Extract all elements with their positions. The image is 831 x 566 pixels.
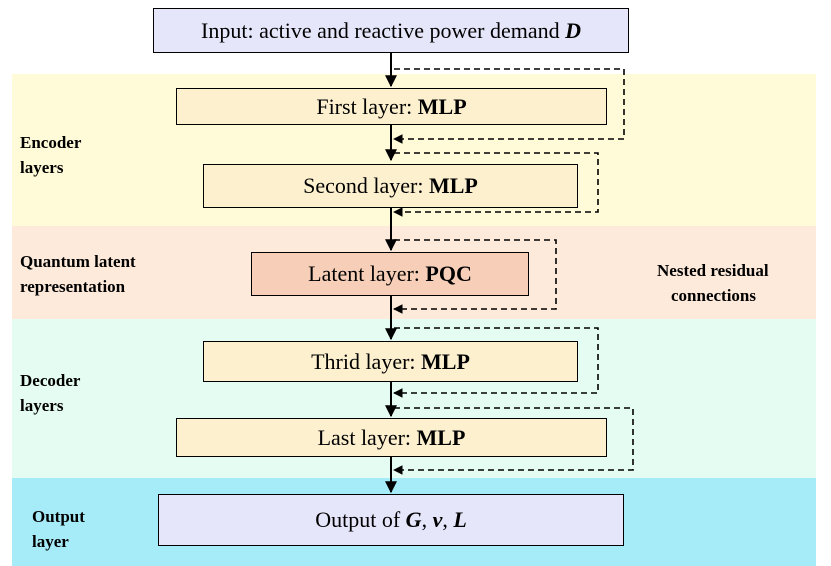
quantum-label: Quantum latent representation	[20, 249, 136, 299]
second-layer-text: Second layer:	[303, 173, 424, 198]
last-layer-type: MLP	[416, 424, 466, 450]
input-box: Input: active and reactive power demand …	[153, 8, 629, 53]
third-layer-text: Thrid layer:	[311, 348, 416, 374]
residual-skip-last	[393, 407, 634, 475]
decoder-label: Decoder layers	[20, 368, 80, 418]
output-symbol-g: G	[405, 507, 422, 532]
encoder-label-line1: Encoder	[20, 133, 82, 152]
latent-layer-type: PQC	[425, 261, 472, 286]
input-text: Input: active and reactive power demand	[201, 17, 560, 43]
output-layer-label-line2: layer	[32, 532, 69, 551]
quantum-label-line1: Quantum latent	[20, 252, 136, 271]
last-layer-box: Last layer: MLP	[176, 418, 607, 457]
output-box: Output of G, v, L	[158, 494, 624, 546]
decoder-label-line1: Decoder	[20, 371, 81, 390]
second-layer-type: MLP	[428, 173, 478, 198]
first-layer-text: First layer:	[316, 93, 413, 119]
third-layer-type: MLP	[421, 348, 470, 374]
residual-skip-latent	[393, 239, 557, 314]
third-layer-box: Thrid layer: MLP	[203, 341, 578, 382]
encoder-label: Encoder layers	[20, 130, 81, 180]
output-separator-2: ,	[442, 507, 448, 532]
residual-skip-second	[393, 152, 599, 217]
output-text: Output of	[315, 507, 401, 532]
residual-label-line1: Nested residual	[657, 261, 769, 280]
residual-skip-third	[393, 327, 599, 398]
output-separator-1: ,	[421, 507, 428, 532]
encoder-label-line2: layers	[20, 158, 64, 177]
output-symbol-v: v	[432, 507, 443, 532]
output-symbol-l: L	[453, 507, 467, 532]
residual-label-line2: connections	[671, 286, 756, 305]
residual-skip-first	[393, 68, 625, 144]
residual-label: Nested residual connections	[657, 258, 769, 308]
latent-layer-box: Latent layer: PQC	[251, 252, 529, 296]
output-layer-label-line1: Output	[32, 507, 85, 526]
latent-layer-text: Latent layer:	[308, 261, 420, 286]
decoder-label-line2: layers	[20, 396, 64, 415]
first-layer-box: First layer: MLP	[176, 88, 607, 125]
output-layer-label: Output layer	[32, 504, 85, 554]
demand-symbol: D	[565, 17, 581, 43]
first-layer-type: MLP	[417, 93, 467, 119]
second-layer-box: Second layer: MLP	[203, 164, 578, 208]
last-layer-text: Last layer:	[317, 424, 412, 450]
quantum-label-line2: representation	[20, 277, 126, 296]
